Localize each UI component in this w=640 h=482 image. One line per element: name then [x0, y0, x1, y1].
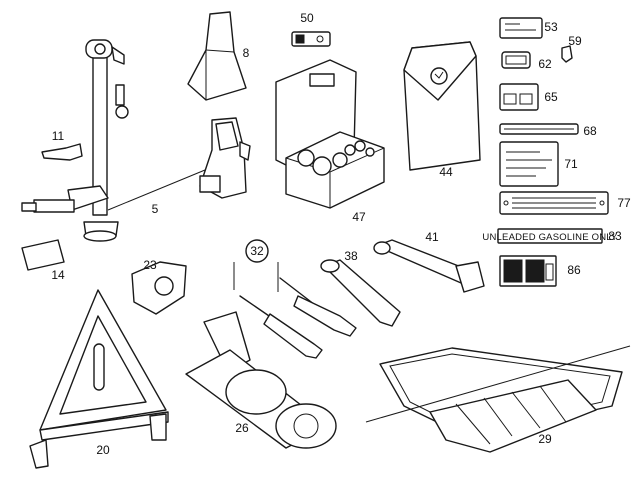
jack-stand [199, 117, 251, 199]
callout-circle [245, 239, 269, 263]
part-number: 68 [583, 124, 597, 138]
part-number: 44 [439, 165, 453, 179]
part-number: 23 [143, 258, 157, 272]
part-number: 26 [235, 421, 249, 435]
part-number: 77 [617, 196, 631, 210]
screw-59 [561, 45, 573, 63]
part-number: 83 [608, 229, 622, 243]
part-number: 5 [152, 202, 159, 216]
label-53 [499, 17, 543, 39]
warning-triangle [29, 289, 169, 469]
label-71 [499, 141, 559, 187]
jack [21, 39, 206, 242]
wheel-wrench [373, 239, 485, 293]
fuel-label: UNLEADED GASOLINE ONLY [482, 228, 618, 244]
towing-hook [41, 143, 83, 161]
label-77 [499, 191, 609, 215]
part-number: 11 [52, 129, 65, 143]
label-68 [499, 123, 579, 135]
part-number: 47 [352, 210, 366, 224]
label-86 [499, 255, 557, 287]
document-wallet [403, 41, 481, 171]
part-number: 8 [243, 46, 250, 60]
fuel-label-text: UNLEADED GASOLINE ONLY [482, 232, 618, 243]
bracket [131, 261, 187, 315]
tool-roll [185, 311, 337, 449]
part-number: 50 [300, 11, 314, 25]
sheet [21, 239, 65, 271]
part-number: 14 [51, 268, 65, 282]
part-number: 65 [544, 90, 558, 104]
screwdriver-set [233, 262, 357, 359]
socket-wrench [320, 259, 401, 327]
clip [291, 31, 331, 47]
part-number: 71 [564, 157, 578, 171]
part-number: 32 [250, 244, 264, 258]
part-number: 41 [425, 230, 439, 244]
wheel-chock [187, 11, 247, 101]
part-number: 62 [538, 57, 552, 71]
label-65 [499, 83, 539, 111]
part-number: 38 [344, 249, 358, 263]
part-number: 59 [568, 34, 582, 48]
part-number: 20 [96, 443, 110, 457]
part-number: 86 [567, 263, 581, 277]
floor-mat [365, 345, 631, 453]
bulb-kit [275, 59, 385, 209]
part-number: 29 [538, 432, 552, 446]
label-62 [501, 51, 531, 69]
part-number: 53 [544, 20, 558, 34]
